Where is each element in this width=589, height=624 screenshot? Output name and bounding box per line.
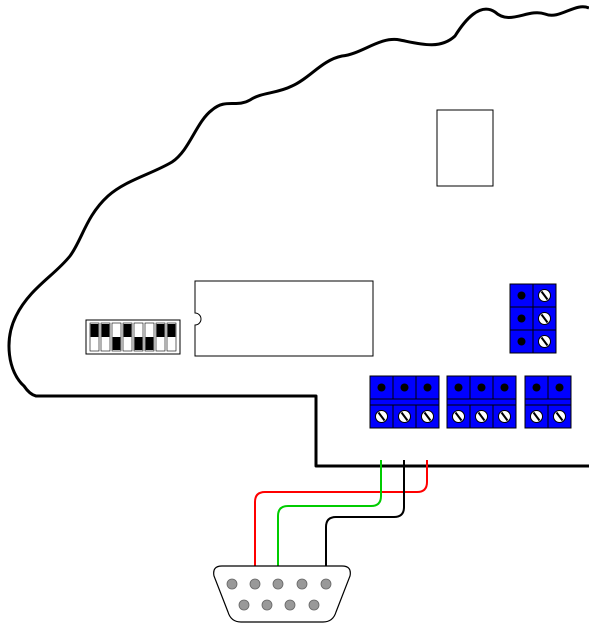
terminal-block-right (509, 283, 557, 354)
db9-pin (308, 599, 320, 611)
terminal-hole (400, 383, 409, 392)
db9-pin (296, 578, 308, 590)
terminal-block-divider (524, 398, 572, 406)
screw-slot (500, 411, 509, 422)
dip-switch-toggle (112, 337, 121, 350)
wire-green (277, 460, 382, 584)
terminal-block-bottom (524, 375, 572, 429)
component-rectangle (436, 109, 494, 187)
terminal-block-divider (446, 398, 517, 406)
terminal-blocks-bottom (369, 375, 572, 429)
screw-slot (423, 411, 432, 422)
dip-switch-toggle (145, 337, 154, 350)
dip-switch-toggle (134, 337, 143, 350)
screw-slot (400, 411, 409, 422)
terminal-hole (517, 291, 526, 300)
db9-pin (238, 599, 250, 611)
dip-switch-toggle (90, 324, 99, 337)
db9-pin (226, 578, 238, 590)
dip-switch-body (85, 319, 181, 355)
dip-switch-toggle (167, 324, 176, 337)
screw-slot (540, 290, 549, 301)
terminal-hole (517, 337, 526, 346)
terminal-hole (532, 383, 541, 392)
dip-switch-toggle (156, 324, 165, 337)
screw-slot (454, 411, 463, 422)
terminal-hole (555, 383, 564, 392)
terminal-block-bottom (369, 375, 440, 429)
wire-red (254, 460, 428, 584)
terminal-hole (377, 383, 386, 392)
screw-slot (540, 336, 549, 347)
db9-pin (261, 599, 273, 611)
terminal-block-divider (369, 398, 440, 406)
screw-slot (532, 411, 541, 422)
db9-pins (226, 578, 332, 611)
wires (254, 460, 428, 584)
terminal-hole (423, 383, 432, 392)
board-outline (7, 5, 589, 468)
terminal-hole (517, 314, 526, 323)
screw-slot (555, 411, 564, 422)
ic-chip (194, 280, 374, 357)
wire-black (325, 460, 405, 584)
screw-slot (377, 411, 386, 422)
dip-switch (85, 319, 181, 355)
db9-connector (213, 565, 351, 623)
db9-pin (284, 599, 296, 611)
dip-switch-toggle (123, 324, 132, 337)
terminal-hole (500, 383, 509, 392)
db9-pin (320, 578, 332, 590)
db9-pin (249, 578, 261, 590)
terminal-hole (477, 383, 486, 392)
terminal-block-bottom (446, 375, 517, 429)
db9-pin (272, 578, 284, 590)
screw-slot (540, 313, 549, 324)
dip-switch-toggle (101, 324, 110, 337)
db9-shell (213, 565, 351, 623)
screw-slot (477, 411, 486, 422)
terminal-hole (454, 383, 463, 392)
